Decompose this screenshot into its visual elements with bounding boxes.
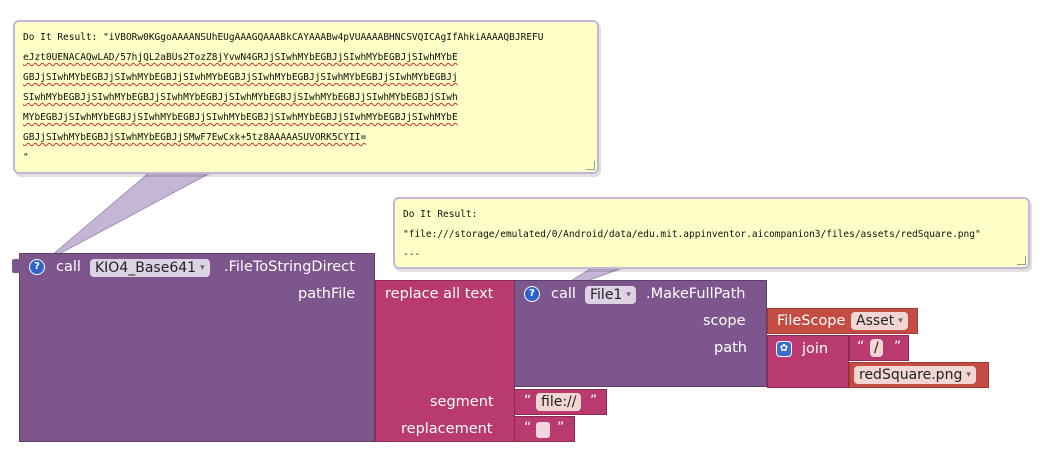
filescope-block[interactable]: FileScope Asset ▾	[767, 308, 918, 334]
comment-line: eJzt0UENACAQwLAD/57hjQL2aBUs2TozZ8jYvwN4…	[23, 52, 458, 63]
empty-text-field[interactable]	[536, 422, 550, 438]
asset-helper-block[interactable]: redSquare.png ▾	[849, 362, 989, 388]
method-name: .MakeFullPath	[646, 286, 746, 302]
comment-line: MYbEGBJjSIwhMYbEGBJjSIwhMYbEGBJjSIwhMYbE…	[23, 112, 458, 123]
component-dropdown[interactable]: KIO4_Base641 ▾	[90, 259, 210, 277]
filescope-dropdown[interactable]: Asset ▾	[851, 312, 908, 330]
comment-line: SIwhMYbEGBJjSIwhMYbEGBJjSIwhMYbEGBJjSIwh…	[23, 92, 458, 103]
replace-all-text-block[interactable]: replace all text segment replacement	[375, 280, 515, 442]
join-block[interactable]: ✿ join	[767, 335, 849, 388]
comment-line: GBJjSIwhMYbEGBJjSIwhMYbEGBJjSMwF7EwCxk+5…	[23, 132, 367, 143]
comment-line: ---	[403, 249, 421, 260]
component-name: KIO4_Base641	[95, 260, 197, 276]
asset-filename: redSquare.png	[859, 367, 963, 383]
comment-line: "file:///storage/emulated/0/Android/data…	[403, 229, 981, 240]
comment-line: Do It Result: "iVBORw0KGgoAAAANSUhEUgAAA…	[23, 32, 544, 43]
text-segment-block[interactable]: “ file:// ”	[514, 389, 607, 415]
chevron-down-icon: ▾	[200, 263, 205, 273]
text-value: /	[874, 340, 879, 356]
call-filetostringdirect-block[interactable]: ? call KIO4_Base641 ▾ .FileToStringDirec…	[19, 253, 375, 442]
open-quote: “	[857, 339, 865, 355]
help-icon[interactable]: ?	[29, 259, 45, 275]
segment-socket-label: segment	[430, 394, 494, 410]
filescope-value: Asset	[856, 313, 895, 329]
resize-handle-icon[interactable]	[586, 161, 595, 170]
path-socket-label: path	[714, 340, 747, 356]
pathfile-socket-label: pathFile	[298, 286, 356, 302]
comment-line: GBJjSIwhMYbEGBJjSIwhMYbEGBJjSIwhMYbEGBJj…	[23, 72, 458, 83]
filescope-label: FileScope	[777, 313, 846, 329]
open-quote: “	[524, 393, 532, 409]
text-replacement-block[interactable]: “ ”	[514, 416, 575, 442]
call-label: call	[551, 286, 576, 302]
chevron-down-icon: ▾	[898, 316, 903, 326]
join-label: join	[802, 341, 829, 357]
text-value-field[interactable]: file://	[536, 393, 582, 411]
top-comment-tail	[43, 171, 213, 263]
asset-dropdown[interactable]: redSquare.png ▾	[854, 366, 976, 384]
call-label: call	[56, 259, 81, 275]
method-name: .FileToStringDirect	[224, 259, 355, 275]
output-plug	[12, 259, 20, 273]
chevron-down-icon: ▾	[626, 290, 631, 300]
text-value: file://	[541, 394, 577, 410]
replace-all-text-label: replace all text	[385, 286, 494, 302]
resize-handle-icon[interactable]	[1017, 256, 1026, 265]
close-quote: ”	[894, 339, 902, 355]
replacement-socket-label: replacement	[401, 421, 493, 437]
component-dropdown[interactable]: File1 ▾	[585, 286, 636, 304]
call-makefullpath-block[interactable]: ? call File1 ▾ .MakeFullPath scope path	[514, 280, 767, 387]
help-icon[interactable]: ?	[524, 286, 540, 302]
text-slash-block[interactable]: “ / ”	[849, 335, 909, 361]
close-quote: ”	[557, 420, 565, 436]
result-comment-right[interactable]: Do It Result: "file:///storage/emulated/…	[393, 197, 1030, 269]
chevron-down-icon: ▾	[966, 370, 971, 380]
component-name: File1	[590, 287, 623, 303]
gear-icon[interactable]: ✿	[776, 341, 792, 357]
comment-line: "	[23, 152, 29, 163]
close-quote: ”	[590, 393, 598, 409]
text-value-field[interactable]: /	[870, 339, 883, 357]
comment-line: Do It Result:	[403, 209, 478, 220]
scope-socket-label: scope	[703, 313, 746, 329]
open-quote: “	[524, 420, 532, 436]
result-comment-top[interactable]: Do It Result: "iVBORw0KGgoAAAANSUhEUgAAA…	[13, 20, 599, 174]
